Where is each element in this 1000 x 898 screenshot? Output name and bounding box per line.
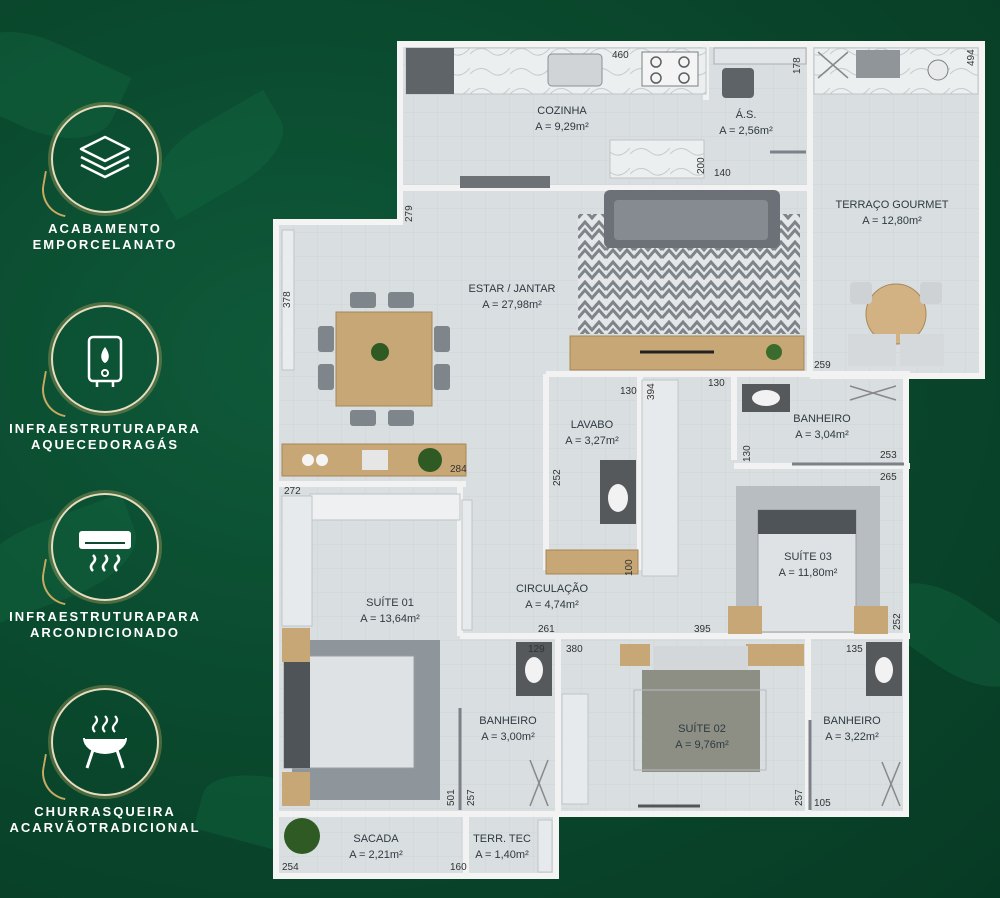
dimension-label: 259 <box>814 360 831 371</box>
room-area-terr-tec: A = 1,40m² <box>475 849 529 861</box>
dimension-label: 252 <box>552 469 563 486</box>
dimension-label: 284 <box>450 464 467 475</box>
room-name-circulacao: CIRCULAÇÃO <box>516 582 589 595</box>
dimension-label: 394 <box>646 383 657 400</box>
dimension-label: 279 <box>404 205 415 222</box>
dimension-label: 494 <box>966 49 977 66</box>
room-name-suite01: SUÍTE 01 <box>366 596 414 609</box>
room-area-estar-jantar: A = 27,98m² <box>482 299 542 311</box>
feature-charcoal-barbecue: CHURRASQUEIRA ACARVÃOTRADICIONAL <box>0 688 220 836</box>
room-area-banheiro-suite01: A = 3,00m² <box>481 731 535 743</box>
dimension-label: 380 <box>566 644 583 655</box>
dimension-label: 257 <box>466 789 477 806</box>
room-area-circulacao: A = 4,74m² <box>525 599 579 611</box>
air-conditioner-icon <box>79 531 131 572</box>
dimension-label: 140 <box>714 168 731 179</box>
dimension-label: 130 <box>708 378 725 389</box>
gas-heater-icon <box>87 335 123 387</box>
room-name-terr-tec: TERR. TEC <box>473 833 531 845</box>
dimension-label: 272 <box>284 486 301 497</box>
dimension-label: 257 <box>794 789 805 806</box>
room-name-suite02: SUÍTE 02 <box>678 722 726 735</box>
dimension-label: 395 <box>694 624 711 635</box>
dimension-label: 378 <box>282 291 293 308</box>
room-area-cozinha: A = 9,29m² <box>535 121 589 133</box>
room-area-sacada: A = 2,21m² <box>349 849 403 861</box>
floor-plan: COZINHA A = 9,29m² Á.S. A = 2,56m² TERRA… <box>273 41 985 879</box>
room-name-suite03: SUÍTE 03 <box>784 550 832 563</box>
room-area-lavabo: A = 3,27m² <box>565 435 619 447</box>
feature-line: AQUECEDORAGÁS <box>30 437 180 452</box>
dimension-label: 252 <box>892 613 903 630</box>
barbecue-grill-icon <box>83 715 127 769</box>
dimension-label: 129 <box>528 644 545 655</box>
feature-line: EMPORCELANATO <box>32 237 178 252</box>
feature-line: ACABAMENTO <box>48 221 162 236</box>
room-name-lavabo: LAVABO <box>571 419 614 431</box>
layers-icon <box>79 135 131 179</box>
room-name-terraco-gourmet: TERRAÇO GOURMET <box>835 199 948 211</box>
room-name-banheiro-suite02: BANHEIRO <box>823 715 881 727</box>
room-name-area-servico: Á.S. <box>736 108 757 121</box>
dimension-label: 200 <box>696 157 707 174</box>
room-name-banheiro-suite03: BANHEIRO <box>793 413 851 425</box>
dimension-label: 135 <box>846 644 863 655</box>
dimension-label: 178 <box>792 57 803 74</box>
room-name-banheiro-suite01: BANHEIRO <box>479 715 537 727</box>
dimension-label: 100 <box>624 559 635 576</box>
feature-line: INFRAESTRUTURAPARA <box>9 421 201 436</box>
feature-line: CHURRASQUEIRA <box>34 804 176 819</box>
room-area-suite03: A = 11,80m² <box>779 567 838 579</box>
room-area-suite01: A = 13,64m² <box>360 613 420 625</box>
dimension-label: 130 <box>742 445 753 462</box>
room-area-banheiro-suite03: A = 3,04m² <box>795 429 849 441</box>
feature-gas-heater: INFRAESTRUTURAPARA AQUECEDORAGÁS <box>0 305 220 453</box>
room-name-sacada: SACADA <box>353 833 399 845</box>
room-area-area-servico: A = 2,56m² <box>719 125 773 137</box>
dimension-label: 253 <box>880 450 897 461</box>
dimension-label: 261 <box>538 624 555 635</box>
feature-line: INFRAESTRUTURAPARA <box>9 609 201 624</box>
room-name-cozinha: COZINHA <box>537 105 587 117</box>
room-name-estar-jantar: ESTAR / JANTAR <box>469 283 556 295</box>
feature-air-conditioner: INFRAESTRUTURAPARA ARCONDICIONADO <box>0 493 220 641</box>
room-area-terraco-gourmet: A = 12,80m² <box>862 215 922 227</box>
dimension-label: 130 <box>620 386 637 397</box>
dimension-label: 160 <box>450 862 467 873</box>
dimension-label: 460 <box>612 50 629 61</box>
dimension-label: 254 <box>282 862 299 873</box>
dimension-label: 501 <box>446 789 457 806</box>
feature-porcelain-finish: ACABAMENTO EMPORCELANATO <box>0 105 220 253</box>
room-area-banheiro-suite02: A = 3,22m² <box>825 731 879 743</box>
feature-line: ACARVÃOTRADICIONAL <box>9 820 201 835</box>
feature-line: ARCONDICIONADO <box>29 625 181 640</box>
dimension-label: 265 <box>880 472 897 483</box>
dimension-label: 105 <box>814 798 831 809</box>
room-area-suite02: A = 9,76m² <box>675 739 729 751</box>
